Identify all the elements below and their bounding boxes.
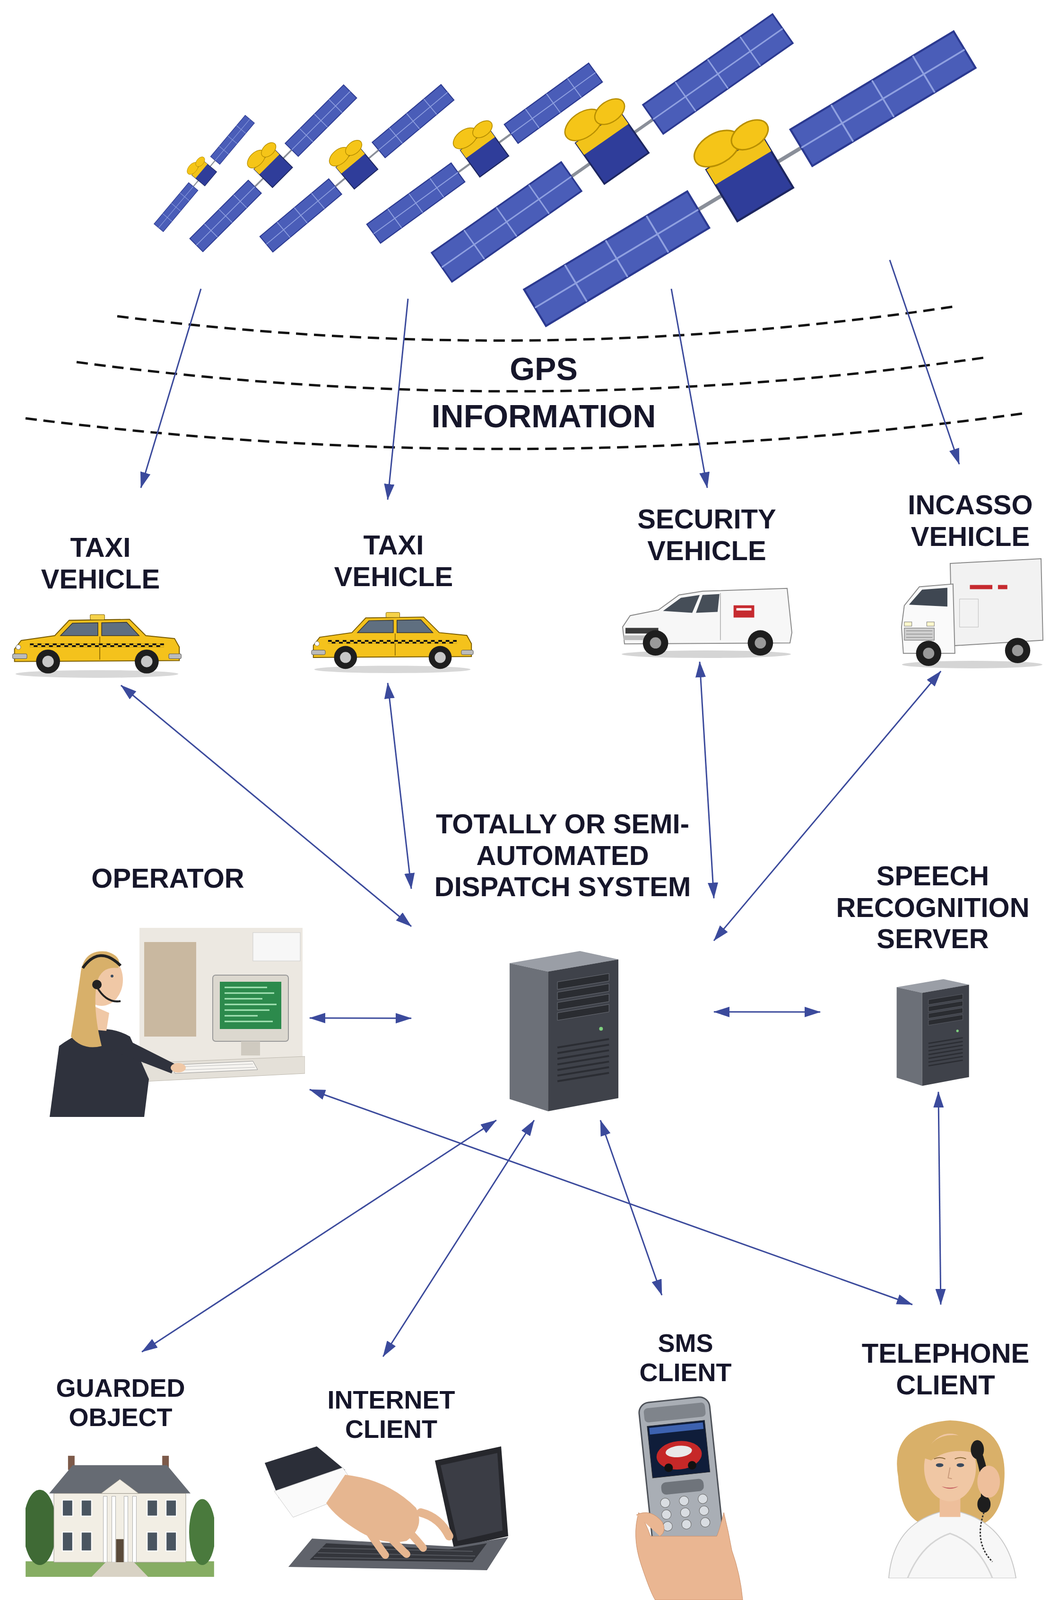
node-box: TELEPHONE CLIENT — [846, 1304, 1045, 1589]
node-label: OPERATOR — [91, 862, 244, 895]
node-box: OPERATOR — [26, 858, 310, 1123]
satellite-group — [146, 0, 981, 334]
node-label: TAXI VEHICLE — [322, 529, 465, 593]
cab-figure — [311, 612, 474, 674]
signal-arrows — [140, 260, 960, 500]
orbit-arc — [117, 305, 959, 341]
node-label: TELEPHONE CLIENT — [850, 1337, 1041, 1401]
house-figure — [23, 1456, 216, 1578]
node-label: TAXI VEHICLE — [29, 531, 172, 595]
connector-arrow — [141, 1120, 497, 1353]
node-label: GUARDED OBJECT — [49, 1373, 192, 1432]
node-label: SPEECH RECOGNITION SERVER — [824, 860, 1042, 955]
mobile-figure — [635, 1396, 743, 1600]
connector-arrow — [699, 661, 714, 899]
signal-arrow — [140, 288, 201, 488]
node-box: TAXI VEHICLE — [307, 524, 480, 684]
node-box: TOTALLY OR SEMI-AUTOMATED DISPATCH SYSTE… — [411, 803, 714, 1121]
desk-worker-figure — [49, 928, 305, 1118]
node-box: SECURITY VEHICLE — [612, 498, 802, 662]
connector-arrow — [600, 1120, 662, 1296]
node-box: TAXI VEHICLE — [7, 527, 194, 686]
connector-arrow — [938, 1092, 941, 1305]
signal-arrow — [387, 298, 408, 500]
tower-figure — [896, 979, 970, 1086]
connector-arrow — [309, 1017, 412, 1019]
node-label: INCASSO VEHICLE — [899, 489, 1042, 553]
satellite-figure — [249, 71, 457, 255]
node-box: INCASSO VEHICLE — [893, 484, 1048, 672]
node-label: SECURITY VEHICLE — [628, 503, 785, 567]
free-label-box: GPS INFORMATION — [411, 345, 677, 440]
satellite-figure — [355, 47, 606, 248]
connector-arrow — [713, 1011, 821, 1013]
node-label: SMS CLIENT — [633, 1328, 738, 1388]
connector-arrow — [387, 683, 412, 889]
orbit-arcs — [25, 305, 1026, 450]
connector-arrow — [382, 1120, 535, 1357]
cab-figure — [12, 614, 182, 678]
node-box: INTERNET CLIENT — [255, 1356, 528, 1575]
signal-arrow — [671, 288, 708, 488]
node-box: SPEECH RECOGNITION SERVER — [820, 855, 1046, 1093]
satellite-figure — [505, 0, 981, 334]
satellite-figure — [355, 47, 606, 248]
caller-figure — [888, 1420, 1016, 1579]
node-label: TOTALLY OR SEMI-AUTOMATED DISPATCH SYSTE… — [420, 808, 705, 903]
free-label: GPS INFORMATION — [431, 350, 657, 434]
satellite-figure — [505, 0, 981, 334]
van-figure — [621, 588, 792, 659]
laptop-figure — [264, 1446, 509, 1571]
satellite-figure — [249, 71, 457, 255]
connector-arrow — [309, 1089, 913, 1305]
node-box: GUARDED OBJECT — [18, 1352, 223, 1580]
signal-arrow — [889, 260, 960, 465]
truck-figure — [901, 558, 1043, 669]
tower-figure — [509, 951, 619, 1112]
node-label: INTERNET CLIENT — [320, 1385, 463, 1444]
node-box: SMS CLIENT — [614, 1295, 757, 1598]
